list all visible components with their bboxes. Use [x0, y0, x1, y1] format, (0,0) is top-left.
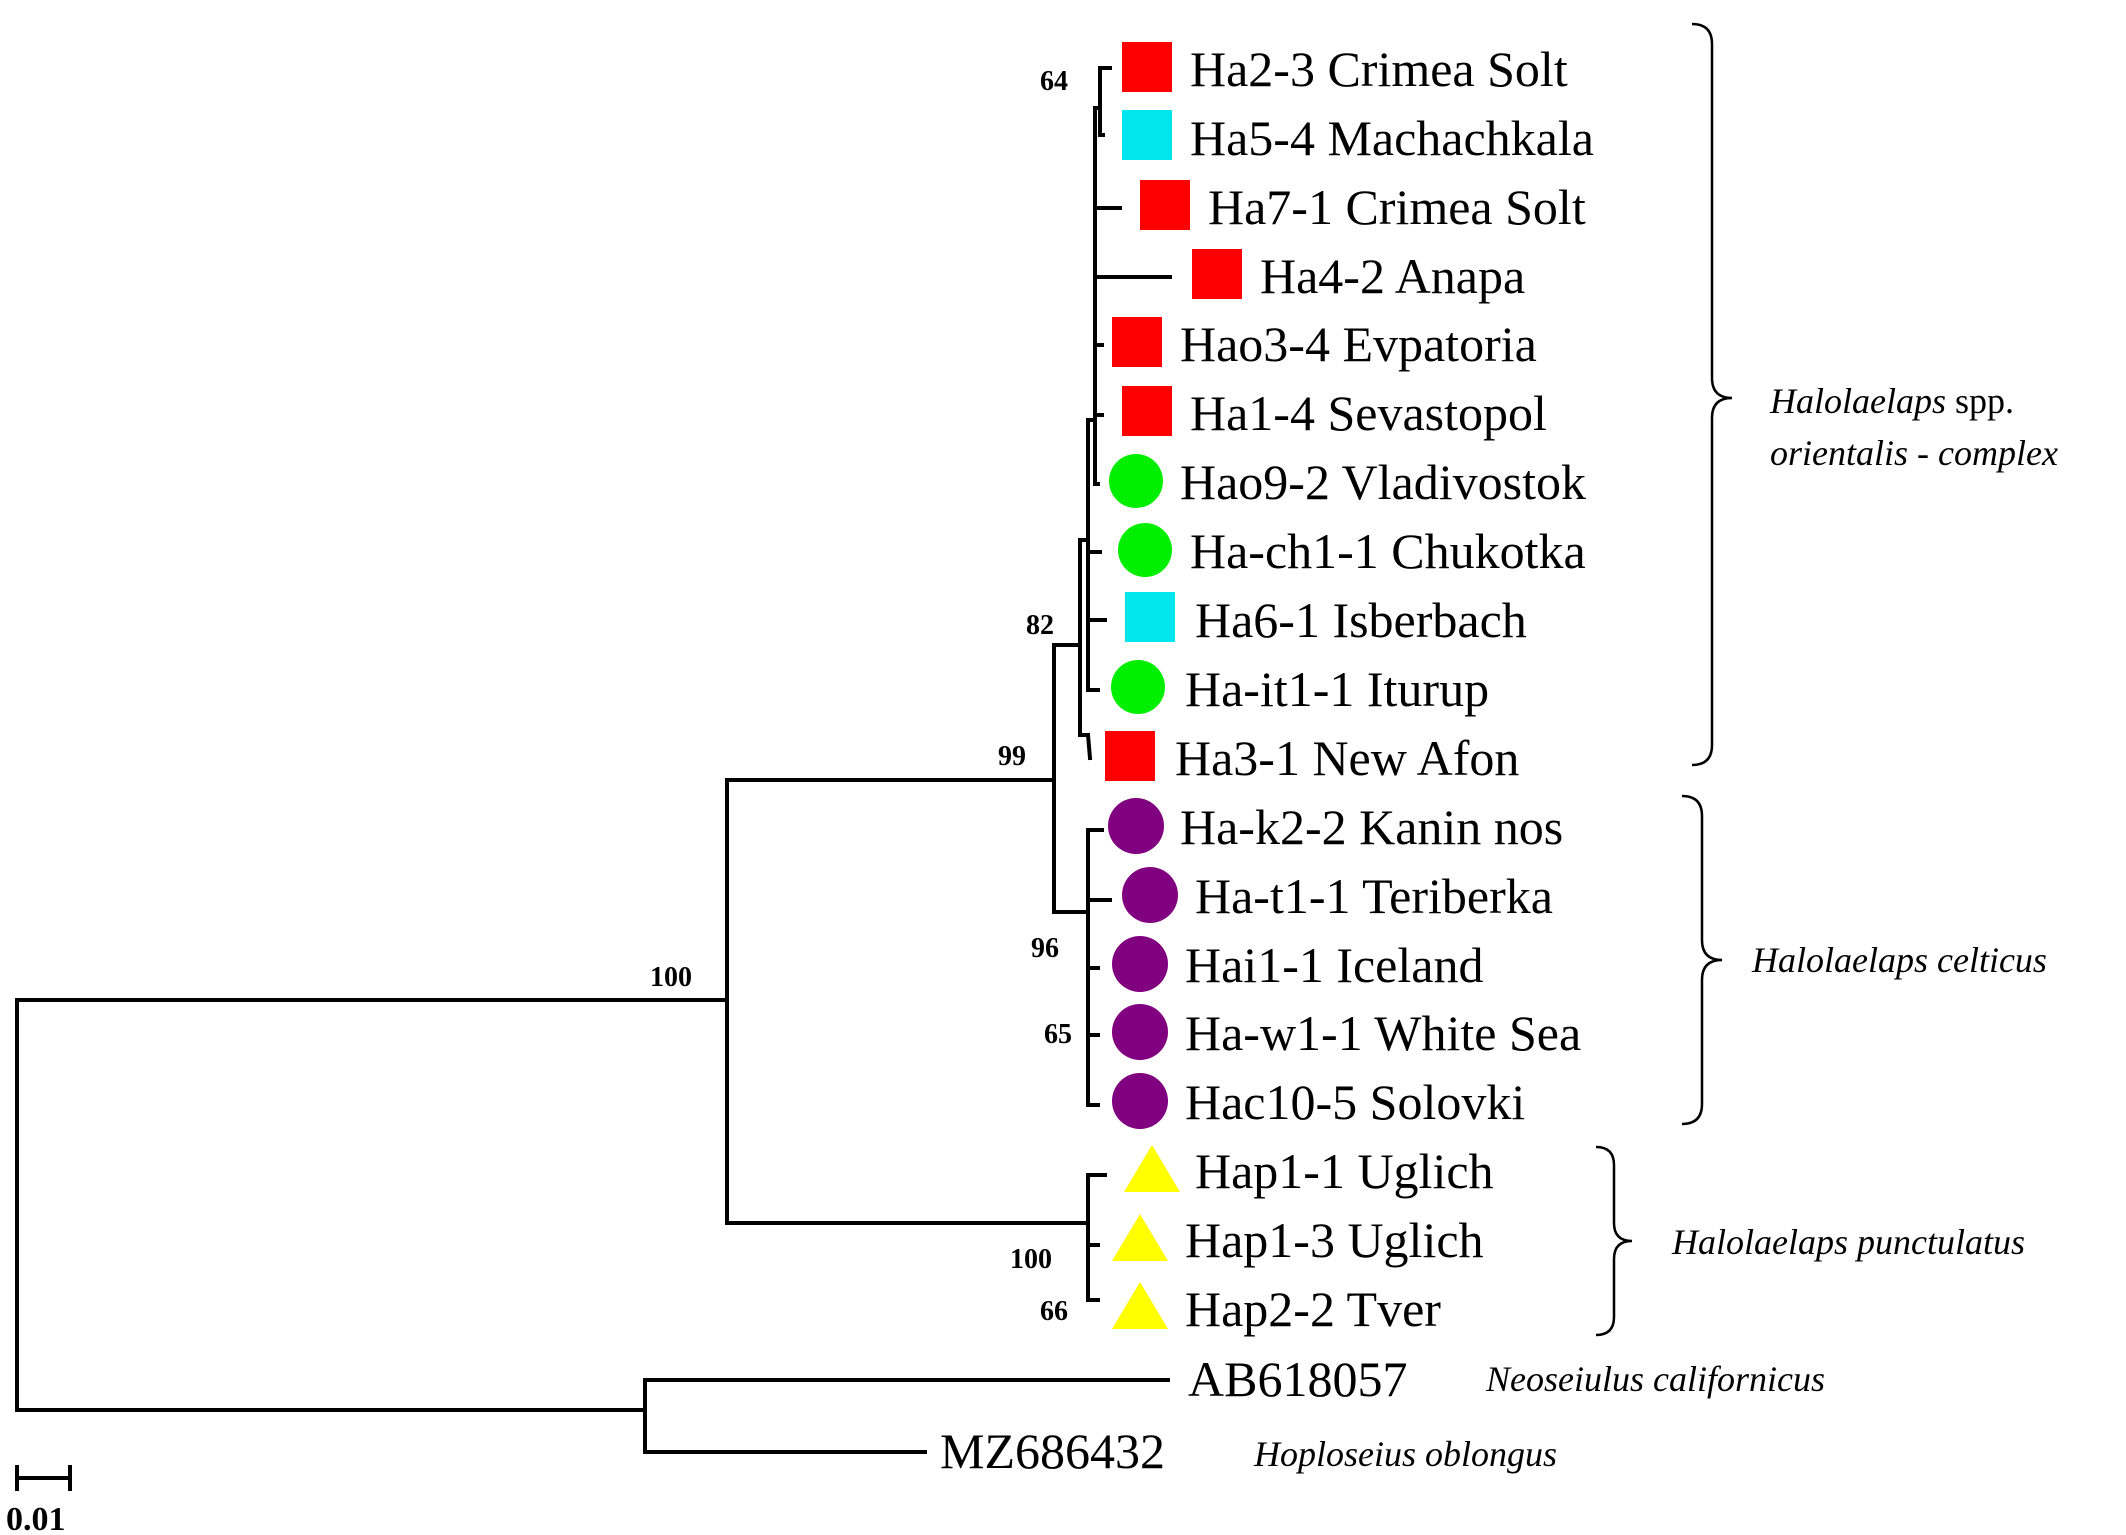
- group-name: Halolaelaps: [1769, 381, 1946, 421]
- red-square-marker: [1192, 249, 1242, 299]
- taxon-label: Hao9-2 Vladivostok: [1180, 454, 1586, 510]
- purple-circle-marker: [1112, 1073, 1168, 1129]
- red-square-marker: [1112, 317, 1162, 367]
- support-value: 64: [1040, 66, 1068, 97]
- taxon-markers: [1105, 42, 1242, 1329]
- taxon-label: Ha1-4 Sevastopol: [1190, 385, 1547, 441]
- group-label-celticus: Halolaelaps celticus: [1751, 940, 2047, 980]
- yellow-triangle-marker: [1124, 1145, 1180, 1192]
- yellow-triangle-marker: [1112, 1214, 1168, 1261]
- support-values: 64 82 99 100 96 65 100 66: [650, 66, 1072, 1327]
- purple-circle-marker: [1112, 1004, 1168, 1060]
- taxon-label: Hac10-5 Solovki: [1185, 1074, 1525, 1130]
- taxon-label: Hai1-1 Iceland: [1185, 937, 1483, 993]
- taxon-label: Ha4-2 Anapa: [1260, 248, 1525, 304]
- taxon-label: Ha6-1 Isberbach: [1195, 592, 1527, 648]
- support-value: 100: [1010, 1244, 1052, 1275]
- taxon-label: Ha-ch1-1 Chukotka: [1190, 523, 1586, 579]
- taxon-label: Ha7-1 Crimea Solt: [1208, 179, 1586, 235]
- punctulatus-bracket: [1595, 1145, 1633, 1337]
- group-brackets: [1595, 22, 1733, 1337]
- group-name-suffix: spp.: [1946, 381, 2014, 421]
- scale-bar: 0.01: [6, 1465, 72, 1535]
- group-labels: Halolaelaps spp. orientalis - complex Ha…: [1253, 381, 2058, 1474]
- scale-bar-label: 0.01: [6, 1501, 66, 1535]
- outgroup-species-label: Hoploseius oblongus: [1253, 1434, 1557, 1474]
- red-square-marker: [1122, 42, 1172, 92]
- taxon-label: Ha-k2-2 Kanin nos: [1180, 799, 1563, 855]
- support-value: 65: [1044, 1019, 1072, 1050]
- support-value: 96: [1031, 933, 1059, 964]
- red-square-marker: [1122, 386, 1172, 436]
- taxon-label: Hap1-1 Uglich: [1195, 1143, 1494, 1199]
- orientalis-bracket: [1691, 22, 1733, 767]
- red-square-marker: [1140, 180, 1190, 230]
- taxon-label: MZ686432: [940, 1423, 1165, 1479]
- group-label-orientalis: Halolaelaps spp.: [1769, 381, 2014, 421]
- outgroup-species-label: Neoseiulus californicus: [1485, 1359, 1825, 1399]
- support-value: 82: [1026, 610, 1054, 641]
- support-value: 100: [650, 962, 692, 993]
- taxon-label: Hao3-4 Evpatoria: [1180, 316, 1537, 372]
- red-square-marker: [1105, 731, 1155, 781]
- yellow-triangle-marker: [1112, 1282, 1168, 1329]
- purple-circle-marker: [1112, 936, 1168, 992]
- green-circle-marker: [1109, 454, 1163, 508]
- cyan-square-marker: [1125, 592, 1175, 642]
- support-value: 66: [1040, 1296, 1068, 1327]
- new-afon-branch-b: [1085, 732, 1093, 761]
- support-value: 99: [998, 741, 1026, 772]
- green-circle-marker: [1111, 660, 1165, 714]
- taxon-label: Hap1-3 Uglich: [1185, 1212, 1484, 1268]
- taxon-label: Ha5-4 Machachkala: [1190, 110, 1594, 166]
- taxon-labels: Ha2-3 Crimea Solt Ha5-4 Machachkala Ha7-…: [940, 41, 1594, 1479]
- taxon-label: Ha2-3 Crimea Solt: [1190, 41, 1568, 97]
- taxon-label: Ha-it1-1 Iturup: [1185, 661, 1489, 717]
- celticus-bracket: [1681, 794, 1723, 1126]
- green-circle-marker: [1118, 523, 1172, 577]
- tree-branches: [15, 66, 1172, 1454]
- taxon-label: Ha-t1-1 Teriberka: [1195, 868, 1553, 924]
- taxon-label: Hap2-2 Tver: [1185, 1281, 1441, 1337]
- taxon-label: Ha3-1 New Afon: [1175, 730, 1519, 786]
- group-label-orientalis-line2: orientalis - complex: [1770, 433, 2058, 473]
- group-label-punctulatus: Halolaelaps punctulatus: [1671, 1222, 2025, 1262]
- taxon-label: AB618057: [1188, 1351, 1407, 1407]
- cyan-square-marker: [1122, 110, 1172, 160]
- purple-circle-marker: [1122, 867, 1178, 923]
- purple-circle-marker: [1108, 798, 1164, 854]
- taxon-label: Ha-w1-1 White Sea: [1185, 1005, 1581, 1061]
